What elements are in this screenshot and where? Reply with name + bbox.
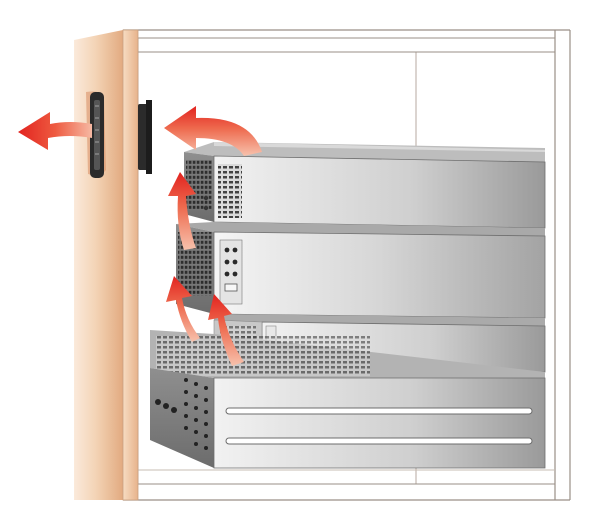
arrow-up-device-1 [168,172,196,250]
device-1 [184,142,546,229]
device-2-port-panel [219,239,243,305]
arrow-up-left [166,276,200,342]
airflow-arrow-icon [18,106,262,366]
exhaust-fan-icon [86,91,106,178]
device-2-front [213,231,546,319]
cabinet-top-inner [137,37,556,53]
device-4-side-ports [155,378,208,450]
device-4 [150,330,546,469]
device-1-front [213,155,546,229]
intake-fan-icon [138,100,152,174]
cabinet-left-front-edge [122,29,139,501]
exhaust-arrow [18,112,92,150]
device-4-slot-lower [225,437,533,445]
device-4-slot-upper [225,407,533,415]
device-2 [176,222,546,319]
cabinet-left-side-panel [74,30,123,500]
arrow-up-right [208,294,244,366]
device-4-front [213,377,546,469]
device-4-side [150,368,214,468]
curved-arrow-to-fan [164,106,262,156]
device-3-top [214,314,545,326]
